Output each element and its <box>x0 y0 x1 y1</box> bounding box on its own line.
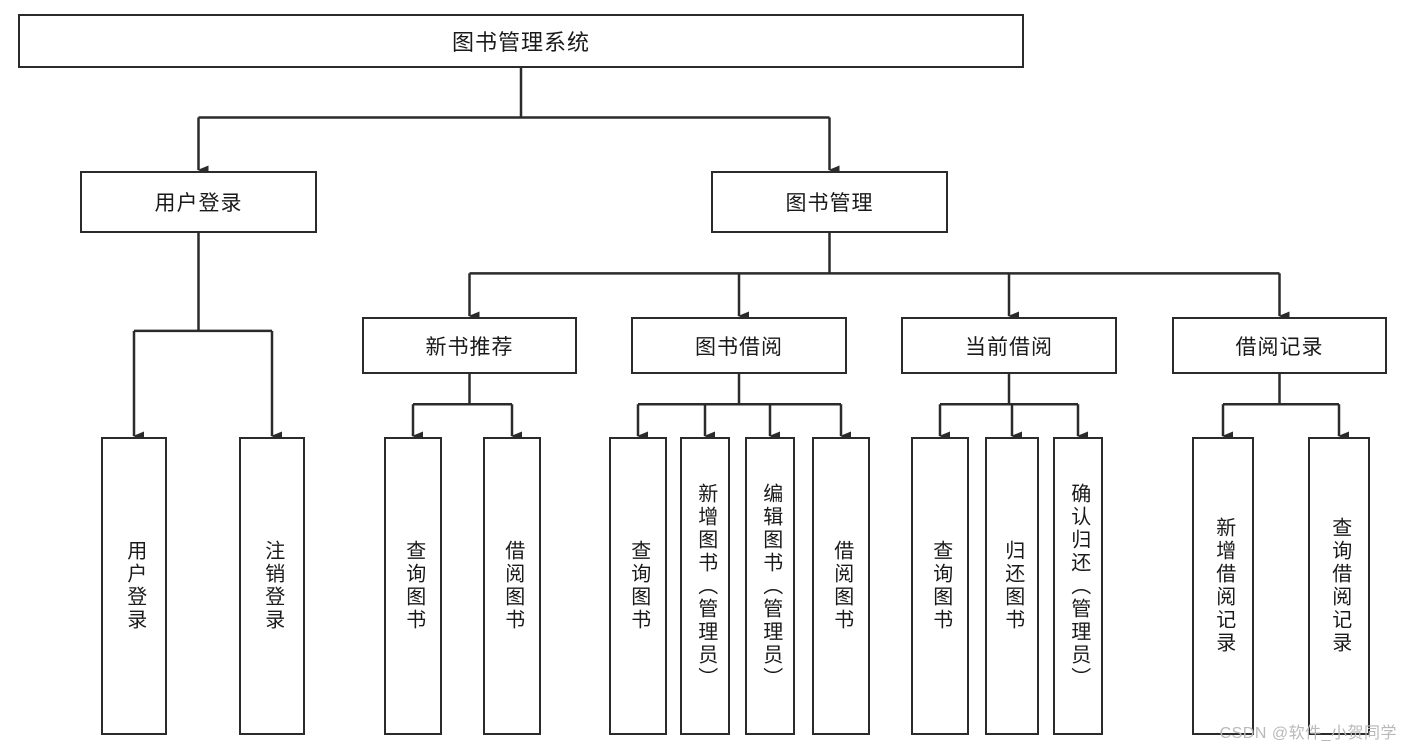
node-leaf-add-record[interactable]: 新增借阅记录 <box>1192 437 1254 735</box>
node-label: 新书推荐 <box>425 335 514 359</box>
node-leaf-user-login[interactable]: 用户登录 <box>101 437 167 735</box>
node-leaf-query-book-3[interactable]: 查询图书 <box>911 437 969 735</box>
node-label: 注销登录 <box>261 540 284 632</box>
node-label: 查询图书 <box>627 540 650 632</box>
node-label: 用户登录 <box>154 192 243 215</box>
node-label: 新增图书（管理员） <box>694 482 717 690</box>
node-label: 借阅图书 <box>830 540 853 632</box>
node-label: 归还图书 <box>1001 540 1024 632</box>
node-label: 当前借阅 <box>965 335 1053 359</box>
node-new-book-recommend[interactable]: 新书推荐 <box>362 317 577 374</box>
node-leaf-confirm-return[interactable]: 确认归还（管理员） <box>1053 437 1103 735</box>
node-leaf-user-logout[interactable]: 注销登录 <box>239 437 305 735</box>
node-label: 借阅图书 <box>501 540 524 632</box>
node-book-manage[interactable]: 图书管理 <box>711 171 948 233</box>
node-book-borrow[interactable]: 图书借阅 <box>631 317 847 374</box>
watermark-label: CSDN @软件_小贺同学 <box>1219 725 1397 742</box>
node-leaf-query-book-2[interactable]: 查询图书 <box>609 437 667 735</box>
node-label: 新增借阅记录 <box>1212 517 1235 655</box>
node-label: 图书管理 <box>785 192 874 215</box>
node-borrow-record[interactable]: 借阅记录 <box>1172 317 1387 374</box>
node-current-borrow[interactable]: 当前借阅 <box>901 317 1117 374</box>
node-leaf-add-book[interactable]: 新增图书（管理员） <box>680 437 730 735</box>
node-label: 编辑图书（管理员） <box>759 482 782 690</box>
node-user-login[interactable]: 用户登录 <box>80 171 317 233</box>
node-label: 用户登录 <box>123 540 146 632</box>
node-label: 借阅记录 <box>1235 335 1324 359</box>
node-leaf-return-book[interactable]: 归还图书 <box>985 437 1039 735</box>
node-leaf-borrow-book-1[interactable]: 借阅图书 <box>483 437 541 735</box>
node-label: 确认归还（管理员） <box>1067 482 1090 690</box>
connector-lines <box>132 68 1349 441</box>
node-leaf-query-book-1[interactable]: 查询图书 <box>384 437 442 735</box>
node-leaf-query-record[interactable]: 查询借阅记录 <box>1308 437 1370 735</box>
node-leaf-borrow-book-2[interactable]: 借阅图书 <box>812 437 870 735</box>
node-label: 查询借阅记录 <box>1328 517 1351 655</box>
node-label: 查询图书 <box>402 540 425 632</box>
node-label: 图书管理系统 <box>451 30 590 55</box>
node-label: 图书借阅 <box>695 335 783 359</box>
node-leaf-edit-book[interactable]: 编辑图书（管理员） <box>745 437 795 735</box>
node-root[interactable]: 图书管理系统 <box>18 14 1024 68</box>
node-label: 查询图书 <box>929 540 952 632</box>
